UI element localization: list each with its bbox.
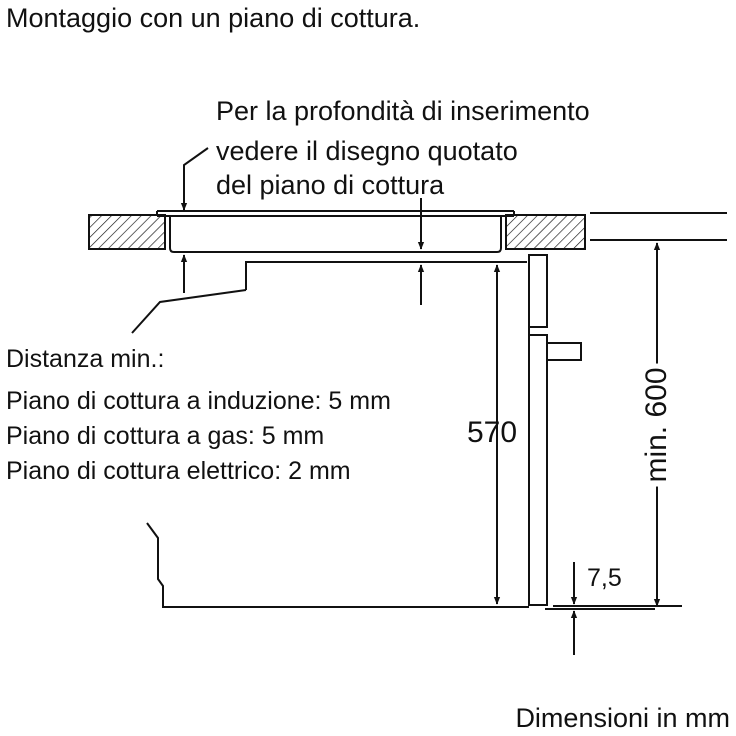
dim-75-label: 7,5	[587, 564, 622, 592]
page-title: Montaggio con un piano di cottura.	[6, 3, 421, 33]
min-distance-gas: Piano di cottura a gas: 5 mm	[6, 422, 325, 450]
oven-bottom	[146, 522, 529, 608]
countertop-right	[505, 214, 586, 250]
min-distance-induction: Piano di cottura a induzione: 5 mm	[6, 387, 391, 415]
oven-top	[131, 261, 527, 334]
depth-note-line-2: vedere il disegno quotato	[216, 136, 518, 166]
oven-front	[528, 254, 582, 606]
dim-600-label: min. 600	[640, 363, 673, 487]
depth-leader-line	[180, 147, 209, 211]
depth-note-line-1: Per la profondità di inserimento	[216, 96, 590, 126]
min-distance-heading: Distanza min.:	[6, 345, 165, 373]
depth-note-line-3: del piano di cottura	[216, 170, 445, 200]
dim-570-label: 570	[467, 416, 518, 449]
countertop-left	[88, 214, 166, 250]
min-distance-electric: Piano di cottura elettrico: 2 mm	[6, 457, 351, 485]
hob-body	[156, 210, 515, 253]
units-note: Dimensioni in mm	[515, 703, 730, 733]
